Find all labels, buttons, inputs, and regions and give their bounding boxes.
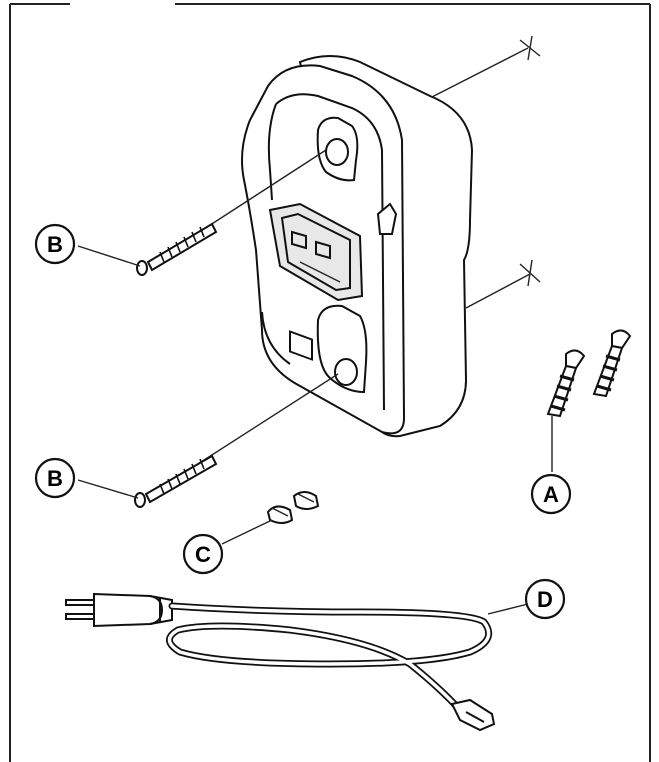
- leader-b-top: [77, 245, 141, 267]
- callout-a: A: [530, 473, 572, 515]
- figure-frame: [9, 3, 651, 762]
- svg-text:C: C: [195, 542, 211, 567]
- wall-anchor-right: [592, 329, 632, 398]
- wall-mark-bottom: [465, 259, 541, 309]
- screw-cap-left: [266, 505, 294, 524]
- wall-anchor-left: [546, 349, 586, 418]
- svg-text:A: A: [543, 482, 559, 507]
- wall-mark-top: [429, 35, 541, 99]
- callout-d: D: [524, 578, 566, 620]
- leader-c: [221, 519, 273, 545]
- charger-base: [241, 55, 474, 438]
- callout-b-bottom: B: [34, 457, 76, 499]
- svg-text:D: D: [537, 587, 553, 612]
- svg-text:B: B: [47, 232, 63, 257]
- leader-d: [487, 603, 529, 615]
- screw-cap-right: [292, 491, 320, 510]
- callout-b-top: B: [34, 223, 76, 265]
- power-cord: [65, 592, 496, 732]
- callout-c: C: [182, 533, 224, 575]
- screw-b-top: [136, 149, 327, 276]
- leader-b-bottom: [77, 479, 139, 499]
- screw-b-bottom: [134, 373, 339, 508]
- svg-text:B: B: [47, 466, 63, 491]
